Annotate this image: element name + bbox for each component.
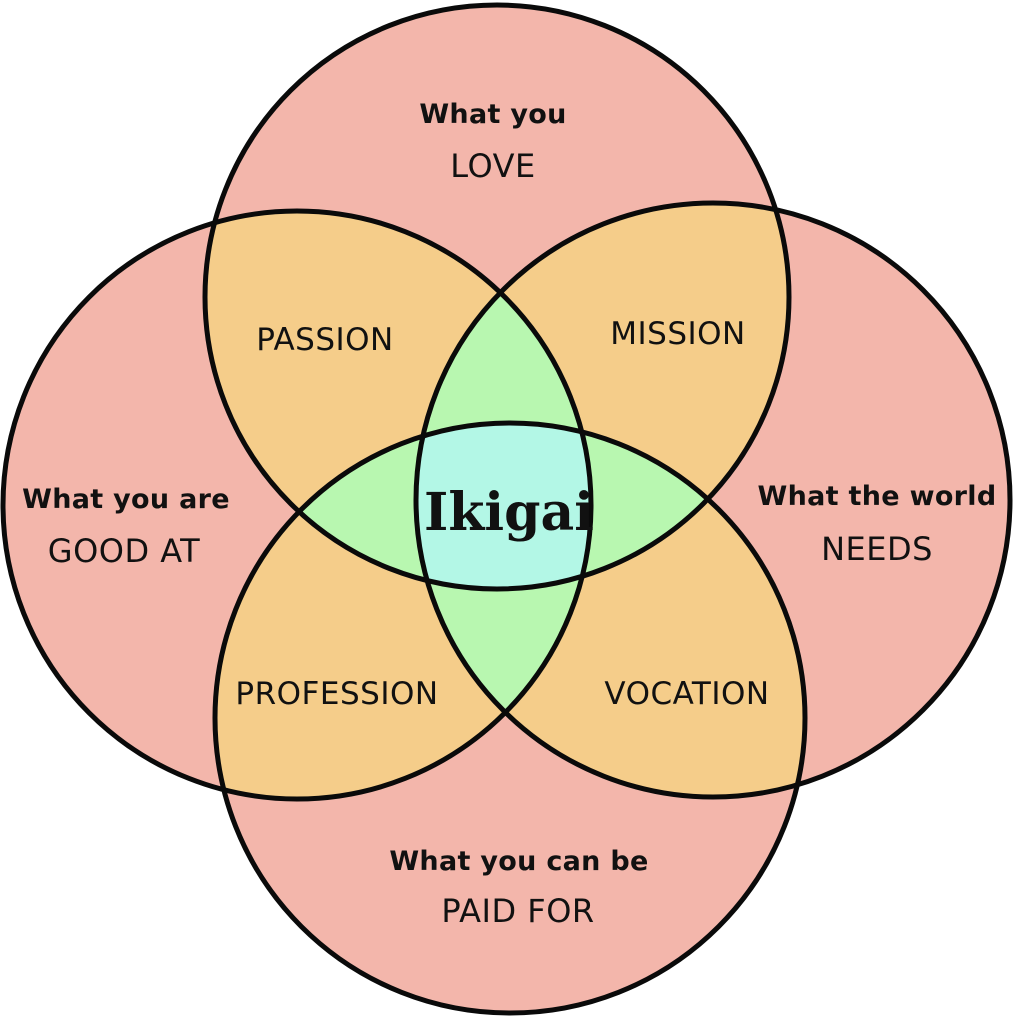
- label-good-at-line2: GOOD AT: [48, 532, 200, 570]
- label-mission: MISSION: [610, 316, 745, 352]
- label-love-line1: What you: [419, 99, 566, 130]
- label-paid-for-line1: What you can be: [389, 846, 648, 877]
- label-vocation: VOCATION: [604, 676, 769, 712]
- label-paid-for: What you can be PAID FOR: [389, 846, 648, 930]
- label-needs-line1: What the world: [758, 481, 997, 512]
- label-paid-for-line2: PAID FOR: [441, 892, 594, 930]
- passion-region: [205, 211, 591, 589]
- label-good-at: What you are GOOD AT: [22, 484, 230, 570]
- circle-needs-outline: [413, 200, 1013, 800]
- label-needs-line2: NEEDS: [821, 530, 933, 568]
- circle-good-at-outline: [0, 208, 594, 802]
- label-passion: PASSION: [256, 322, 394, 358]
- label-love: What you LOVE: [419, 99, 566, 185]
- circle-paid-for-outline: [212, 420, 808, 1016]
- label-ikigai: Ikigai: [424, 482, 594, 543]
- label-good-at-line1: What you are: [22, 484, 230, 515]
- label-profession: PROFESSION: [235, 676, 438, 712]
- circle-love-outline: [202, 2, 792, 592]
- label-needs: What the world NEEDS: [758, 481, 997, 568]
- label-love-line2: LOVE: [450, 147, 535, 185]
